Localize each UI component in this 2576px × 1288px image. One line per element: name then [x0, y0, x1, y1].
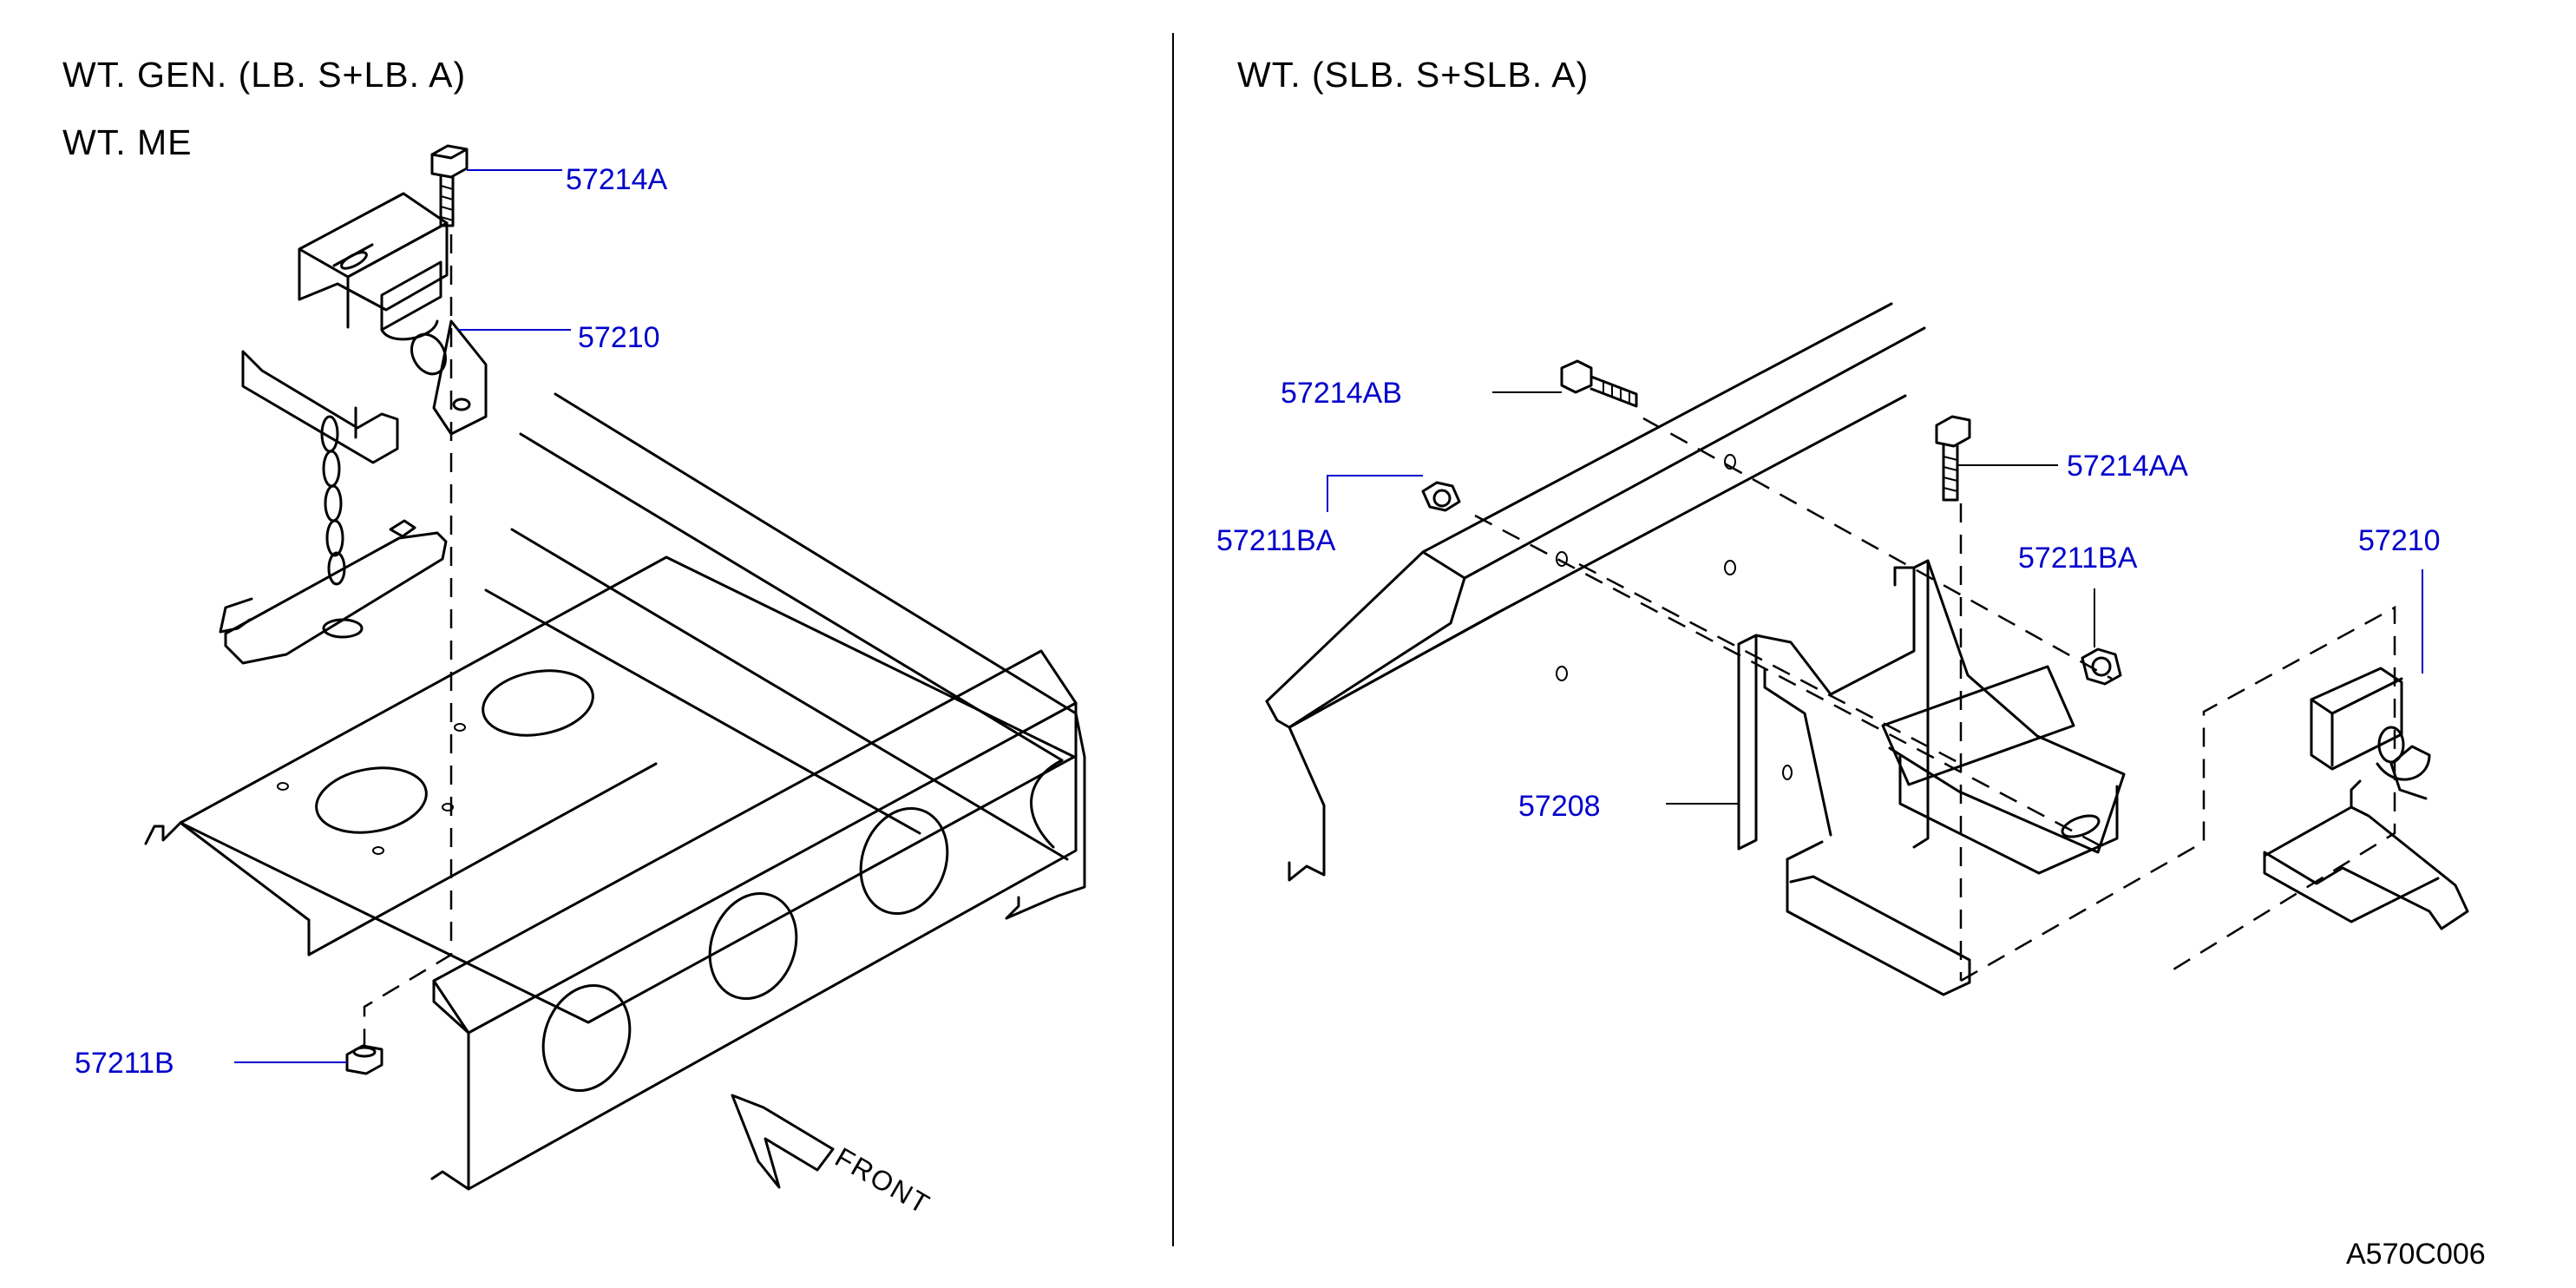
- bolt-57214ab[interactable]: [1560, 359, 1638, 408]
- callout-57214aa[interactable]: 57214AA: [2067, 450, 2188, 483]
- bracket-57208[interactable]: [1737, 559, 2126, 996]
- frame-side-rail-left: [484, 392, 1086, 920]
- bracket-outline-dash: [1960, 605, 2396, 982]
- right-alignment-dash: [1474, 417, 2113, 981]
- hook-plate: [219, 519, 448, 665]
- left-heading-line1: WT. GEN. (LB. S+LB. A): [62, 55, 466, 95]
- callout-57210-left[interactable]: 57210: [578, 321, 660, 354]
- left-frame-assembly: FRONT: [144, 144, 1086, 1220]
- chain: [320, 415, 346, 586]
- left-heading-line2: WT. ME: [62, 122, 192, 162]
- callout-57214a[interactable]: 57214A: [566, 163, 668, 196]
- right-frame-assembly: [1265, 302, 2469, 996]
- frame-side-rail-right: [1265, 302, 1926, 882]
- figure-code: A570C006: [2346, 1238, 2486, 1271]
- nut-57211ba-left[interactable]: [1421, 481, 1461, 512]
- callout-57211ba-left[interactable]: 57211BA: [1216, 524, 1336, 557]
- front-label: FRONT: [830, 1141, 936, 1220]
- front-arrow-icon: [731, 1094, 835, 1189]
- callout-57211ba-right[interactable]: 57211BA: [2018, 542, 2138, 575]
- bolt-57214aa[interactable]: [1935, 415, 1971, 502]
- nut-57211b[interactable]: [345, 1044, 383, 1075]
- cross-member-plate: [144, 555, 1076, 1024]
- right-heading: WT. (SLB. S+SLB. A): [1237, 55, 1589, 95]
- callout-57208[interactable]: 57208: [1518, 790, 1601, 823]
- left-alignment-dash: [363, 234, 453, 1046]
- box-channel-member: [430, 649, 1078, 1191]
- bolt-57214a[interactable]: [430, 144, 469, 227]
- leader-57211ba-left: [1327, 475, 1423, 512]
- callout-57210-right[interactable]: 57210: [2358, 524, 2441, 557]
- nut-57211ba-right[interactable]: [2081, 647, 2122, 686]
- carrier-bracket-57210[interactable]: [241, 192, 488, 464]
- carrier-bracket-57210-right[interactable]: [2263, 667, 2469, 930]
- callout-57211b[interactable]: 57211B: [75, 1047, 174, 1080]
- callout-57214ab[interactable]: 57214AB: [1281, 377, 1402, 410]
